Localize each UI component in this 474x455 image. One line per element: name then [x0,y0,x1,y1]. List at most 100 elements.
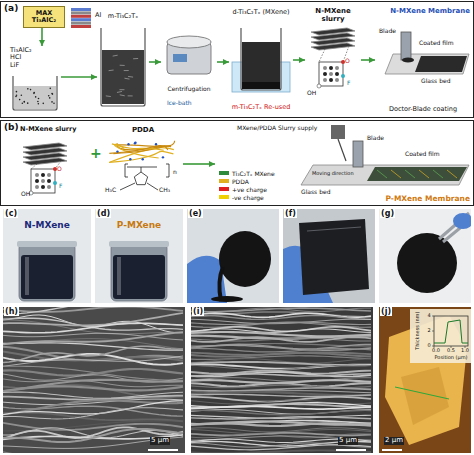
powder-particle [33,92,35,94]
part-label: Blade [379,28,396,35]
sem-layer [3,320,183,334]
etchant-liquid [14,86,56,109]
glass-highlight [25,257,29,295]
panel-label: (b) [3,122,20,132]
step-label: HCl [10,54,60,61]
beaker-outline [101,28,145,106]
sem-layer [3,408,183,419]
panel-label: (e) [188,209,203,218]
part-label: Coated film [419,40,454,47]
sem-layer [191,348,371,351]
powder-particle [27,102,29,104]
jar-rim [17,241,77,247]
legend: Ti₃C₂Tₓ MXenePDDA+ve charge-ve charge [219,169,275,201]
flake [124,78,129,80]
sem-layer [3,400,183,414]
flake [120,94,125,96]
atom [335,66,339,70]
terminal-group: F [59,183,62,190]
film-texture [405,170,415,178]
bond [127,167,157,172]
pool [211,296,243,302]
scale-bar [382,449,402,451]
sem-layer [191,433,371,436]
terminal-group: OH [307,90,316,97]
jar-rim [109,241,169,247]
sem-layer [3,356,183,366]
sem-layer [191,374,371,376]
scale-bar [148,449,178,451]
tick-label: 0.5 [447,348,455,354]
atom [329,66,333,70]
bond [147,183,158,190]
atom [323,78,327,82]
element-label: Al [95,12,101,19]
atom [35,179,39,183]
powder-particle [35,96,37,98]
zoom-line [31,164,37,169]
atom [47,173,51,177]
max-crystal-layer [71,25,91,28]
flake [128,95,133,96]
sem-image [191,307,373,453]
doctor-blade [401,32,411,60]
slurry-nozzle [331,125,345,139]
pour-photo [187,209,279,303]
beaker-dark [219,231,271,287]
process-arrow [149,61,161,63]
jar-glass [111,243,167,301]
plot-axes [434,316,468,346]
jar-photo-inner [95,209,183,303]
legend-swatch [219,187,229,191]
step-label: N-MXene slurry [20,126,88,133]
photo-background [187,209,279,303]
pdda-chain [109,145,171,153]
step-label: Doctor-Blade coating [376,106,470,113]
powder-particle [51,101,53,103]
jar-photo [95,209,183,303]
step-note: Ice-bath [167,100,192,107]
max-crystal-layer [71,8,91,11]
slurry-sheets: N-MXene slurry [305,6,361,114]
terminal-group: F [347,80,350,87]
max-crystal-layer [71,15,91,18]
pour-stream [219,267,223,301]
film-texture [447,170,457,178]
sem-layer [191,337,371,342]
charge-dot [155,143,157,145]
glass-bed [385,54,469,74]
disc-photo-inner [379,209,471,303]
atom [335,78,339,82]
sem-layer [191,315,371,319]
afm-image-inner [379,307,471,453]
panel-frame: (a)MAX Ti₃AlC₂Ti₃AlC₂HClLiFm-Ti₃C₂TₓCent… [0,1,474,118]
sem-layer [3,307,183,314]
atom [329,78,333,82]
step-label: m-Ti₃C₂Tₓ [98,13,148,20]
pyrrolidinium-ring [134,172,147,185]
sem-layer [191,372,371,376]
step-label: PDDA [104,126,182,134]
mxene-sheet [311,43,355,50]
panel-label: (c) [4,209,18,218]
atom [41,179,45,183]
film-texture [419,170,429,178]
sample-name: N-MXene [2,220,92,230]
sem-panel: (h) [2,306,186,454]
charge-dot [129,158,131,160]
etching-beaker: Ti₃AlC₂HClLiF [9,46,61,112]
oxygen-atom [341,60,345,64]
photo-panel: (d)P-MXene [94,208,184,304]
flake [124,70,129,71]
scale-label: 5 µm [150,437,170,445]
film-texture [377,170,387,178]
powder-particle [53,102,55,104]
centrifuge-display [173,54,187,62]
sem-layer [191,308,371,312]
thickness-profile [434,320,468,343]
unit-cell-square [319,62,343,86]
atom [329,72,333,76]
sem-background [191,307,373,453]
sem-layer [3,437,183,448]
